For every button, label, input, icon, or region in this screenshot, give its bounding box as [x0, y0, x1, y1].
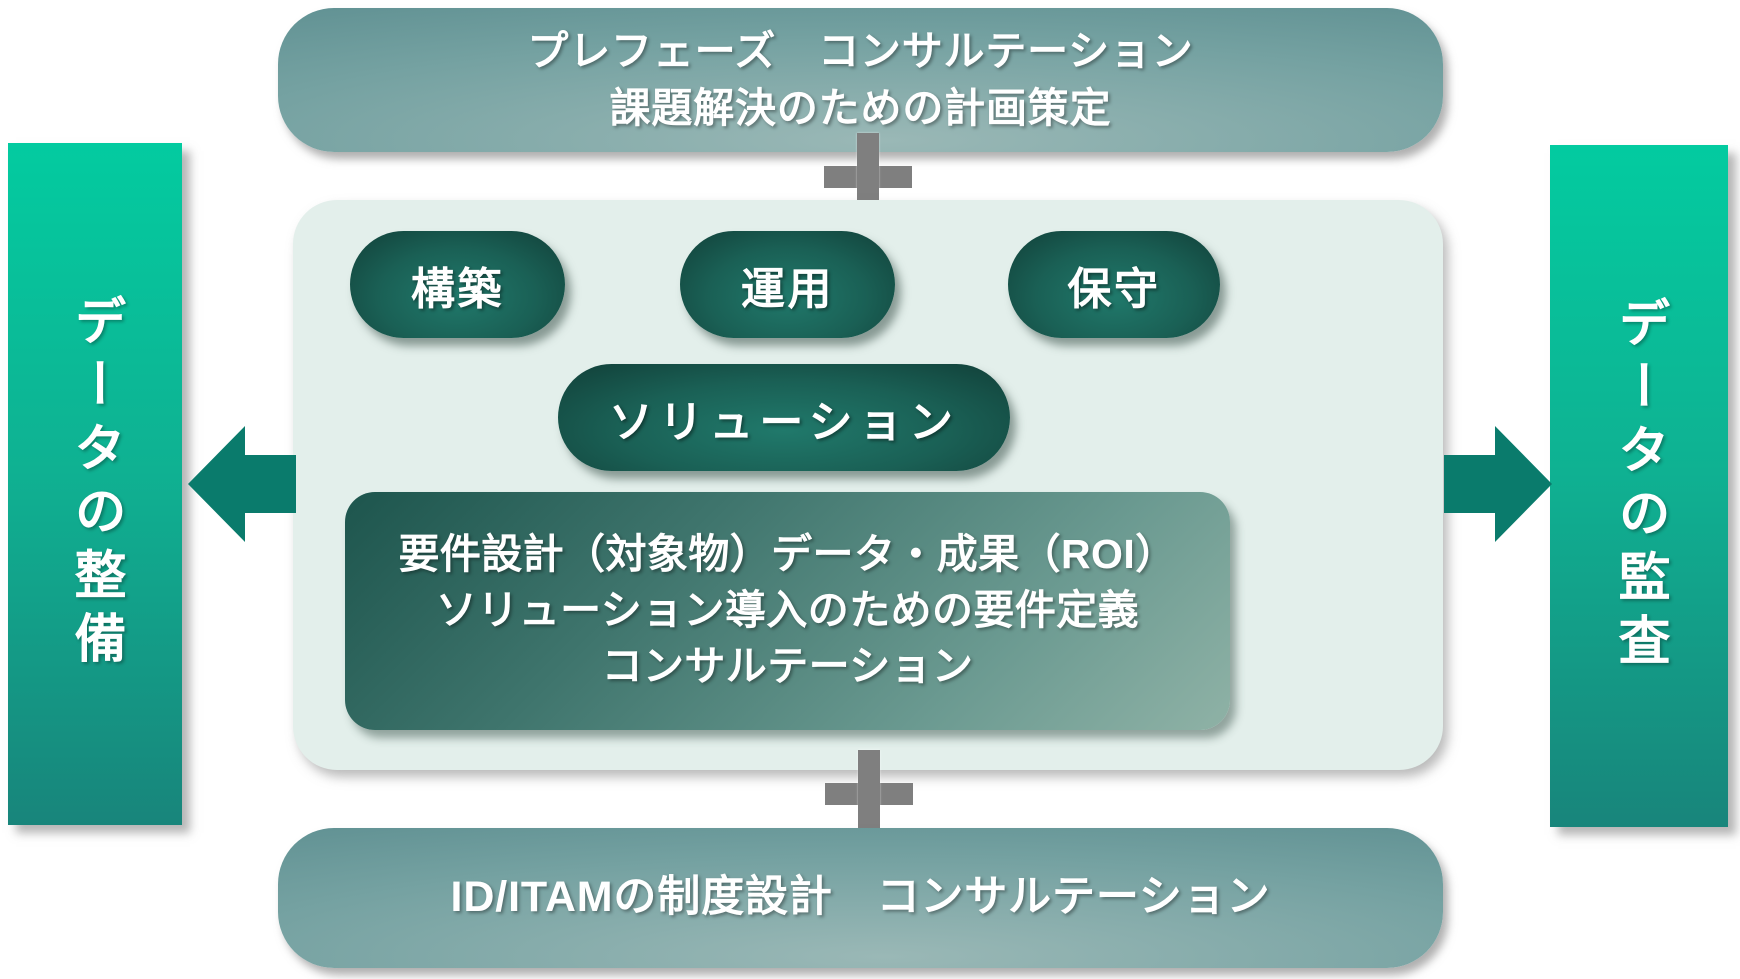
top-banner-line2: 課題解決のための計画策定 [609, 85, 1112, 131]
right-bar-data-audit: データの監査 [1550, 145, 1728, 827]
bottom-banner-id-itam-consultation: ID/ITAMの制度設計 コンサルテーション [278, 828, 1443, 968]
requirements-line1: 要件設計（対象物）データ・成果（ROI） [398, 531, 1177, 578]
top-banner-line1: プレフェーズ コンサルテーション [527, 28, 1194, 75]
plus-icon [825, 750, 913, 838]
bottom-banner-label: ID/ITAMの制度設計 コンサルテーション [450, 873, 1271, 922]
requirements-box: 要件設計（対象物）データ・成果（ROI） ソリューション導入のための要件定義 コ… [345, 492, 1230, 730]
left-bar-label: データの整備 [66, 293, 124, 675]
pill-operation: 運用 [680, 231, 895, 338]
pill-maintenance-label: 保守 [1067, 264, 1161, 314]
requirements-line3: コンサルテーション [601, 642, 974, 689]
left-arrow-icon [186, 423, 296, 545]
right-bar-label: データの監査 [1610, 295, 1668, 677]
plus-vertical-bar [857, 133, 879, 221]
plus-icon [824, 133, 912, 221]
left-bar-data-preparation: データの整備 [8, 143, 182, 825]
pill-operation-label: 運用 [740, 264, 835, 314]
pill-build-label: 構築 [410, 264, 505, 314]
pill-solution-label: ソリューション [608, 397, 960, 447]
pill-solution: ソリューション [558, 364, 1010, 471]
right-arrow-icon [1444, 423, 1554, 545]
top-banner-prephase-consultation: プレフェーズ コンサルテーション 課題解決のための計画策定 [278, 8, 1443, 152]
pill-build: 構築 [350, 231, 565, 338]
requirements-line2: ソリューション導入のための要件定義 [435, 587, 1140, 634]
plus-vertical-bar [858, 750, 880, 838]
pill-maintenance: 保守 [1008, 231, 1220, 338]
